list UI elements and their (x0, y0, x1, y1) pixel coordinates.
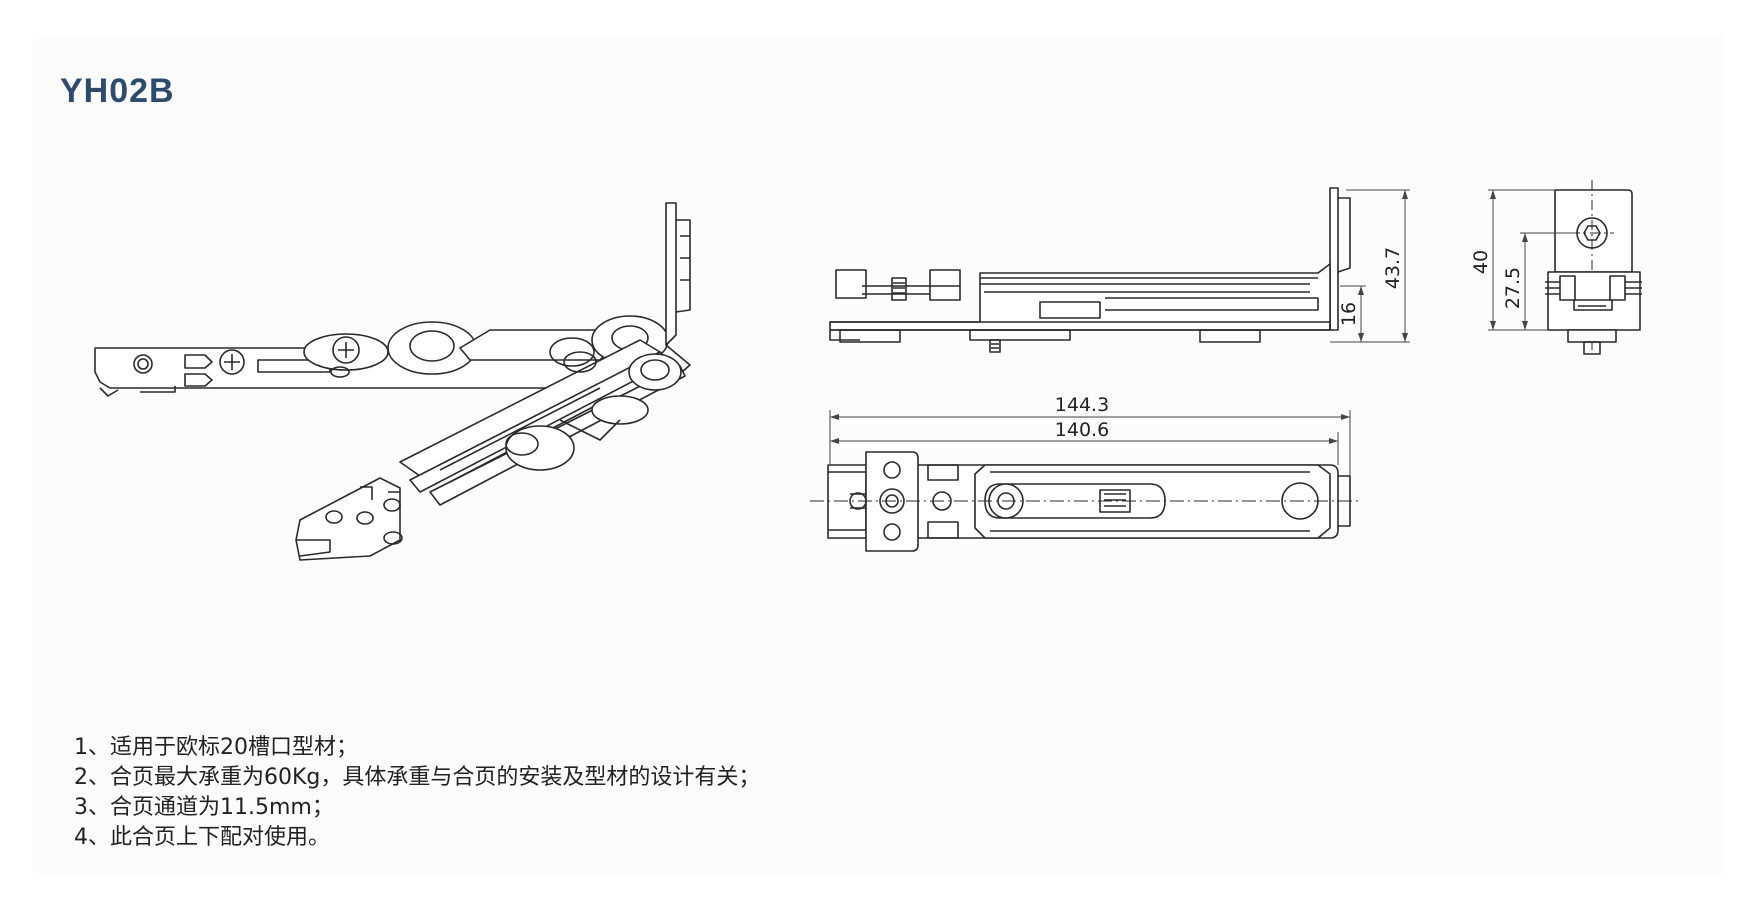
product-title: YH02B (60, 72, 175, 110)
dim-140-6: 140.6 (1055, 419, 1109, 441)
dim-27-5: 27.5 (1502, 267, 1524, 309)
notes-list: 1、适用于欧标20槽口型材； 2、合页最大承重为60Kg，具体承重与合页的安装及… (74, 733, 760, 853)
note-item: 4、此合页上下配对使用。 (74, 825, 330, 850)
side-view (829, 187, 1410, 353)
dim-144-3: 144.3 (1055, 394, 1109, 416)
note-item: 3、合页通道为11.5mm； (74, 795, 334, 820)
end-view (1488, 180, 1642, 355)
plan-view (810, 410, 1360, 552)
note-item: 1、适用于欧标20槽口型材； (74, 735, 358, 760)
dim-40: 40 (1470, 250, 1492, 274)
isometric-view (94, 202, 691, 561)
dim-16: 16 (1338, 302, 1360, 326)
note-item: 2、合页最大承重为60Kg，具体承重与合页的安装及型材的设计有关； (74, 765, 761, 790)
dim-43-7: 43.7 (1382, 247, 1404, 289)
